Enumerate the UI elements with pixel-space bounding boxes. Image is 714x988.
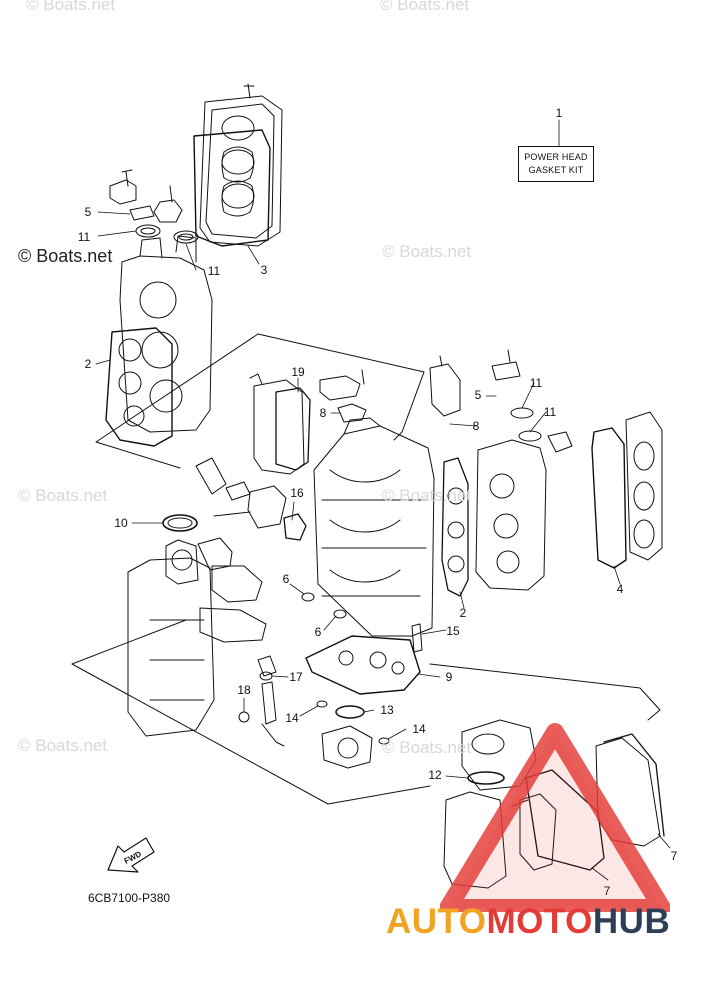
logo-part-auto: AUTO (386, 902, 487, 941)
sensor-cluster-left (109, 169, 199, 244)
kit-label-line2: GASKET KIT (528, 165, 584, 175)
callout-9: 9 (445, 670, 453, 684)
o-rings-small (238, 592, 390, 745)
center-frame (95, 333, 425, 469)
callout-2: 2 (459, 606, 467, 620)
callout-7: 7 (670, 849, 678, 863)
callout-11: 11 (77, 230, 91, 244)
callout-19: 19 (291, 365, 305, 379)
callout-10: 10 (114, 516, 128, 530)
callout-5: 5 (84, 205, 92, 219)
watermark-low-center: © Boats.net (382, 738, 472, 757)
callout-4: 4 (616, 582, 624, 596)
sensor-cluster-center (319, 369, 367, 423)
diagram-code: 6CB7100-P380 (88, 891, 171, 905)
logo-wordmark: AUTOMOTOHUB (386, 902, 670, 942)
callout-15: 15 (446, 624, 460, 638)
callout-14: 14 (412, 722, 426, 736)
callout-5: 5 (474, 388, 482, 402)
lower-frame (71, 619, 661, 805)
valve-cover-gasket-right (591, 411, 663, 569)
callout-6: 6 (314, 625, 322, 639)
watermark-left-dark: © Boats.net (18, 246, 113, 266)
watermark-top-left: © Boats.net (26, 0, 116, 14)
callout-2: 2 (84, 357, 92, 371)
leader-lines (95, 119, 671, 881)
kit-label-line1: POWER HEAD (524, 151, 588, 162)
logo-triangle-icon (440, 723, 670, 912)
cylinder-head-upper (193, 83, 283, 247)
callout-3: 3 (260, 263, 268, 277)
oil-seal-large (162, 514, 198, 532)
crankcase-block (313, 417, 435, 637)
watermark-mid-center: © Boats.net (382, 486, 472, 505)
callout-8: 8 (319, 406, 327, 420)
callout-7: 7 (603, 884, 611, 898)
callout-11: 11 (529, 376, 543, 390)
pipe-parts (257, 655, 285, 747)
callout-1: 1 (555, 106, 563, 120)
fwd-arrow-icon (107, 837, 155, 873)
callout-6: 6 (282, 572, 290, 586)
collar (411, 623, 423, 653)
exhaust-gasket (305, 635, 421, 695)
watermark-low-left: © Boats.net (18, 736, 108, 755)
gasket-kit-label: POWER HEAD GASKET KIT (518, 146, 594, 182)
logo-part-moto: MOTO (486, 902, 593, 941)
callout-8: 8 (472, 419, 480, 433)
thermostat-housing (321, 705, 373, 769)
intake-manifold-gasket (249, 373, 311, 475)
head-gasket-right (441, 457, 469, 597)
oil-filter-parts (195, 457, 307, 541)
cylinder-block-left (105, 235, 213, 447)
cylinder-block-right (429, 349, 573, 591)
watermark-mid-right: © Boats.net (382, 242, 472, 261)
callout-11: 11 (207, 264, 221, 278)
callout-14: 14 (285, 711, 299, 725)
logo-part-hub: HUB (592, 902, 671, 941)
callout-16: 16 (290, 486, 304, 500)
callout-17: 17 (289, 670, 303, 684)
callout-11: 11 (543, 405, 557, 419)
watermark-top-right: © Boats.net (380, 0, 470, 14)
watermark-mid-left: © Boats.net (18, 486, 108, 505)
callout-13: 13 (380, 703, 394, 717)
callout-18: 18 (237, 683, 251, 697)
lower-block-crankshaft (127, 537, 267, 737)
callout-12: 12 (428, 768, 442, 782)
